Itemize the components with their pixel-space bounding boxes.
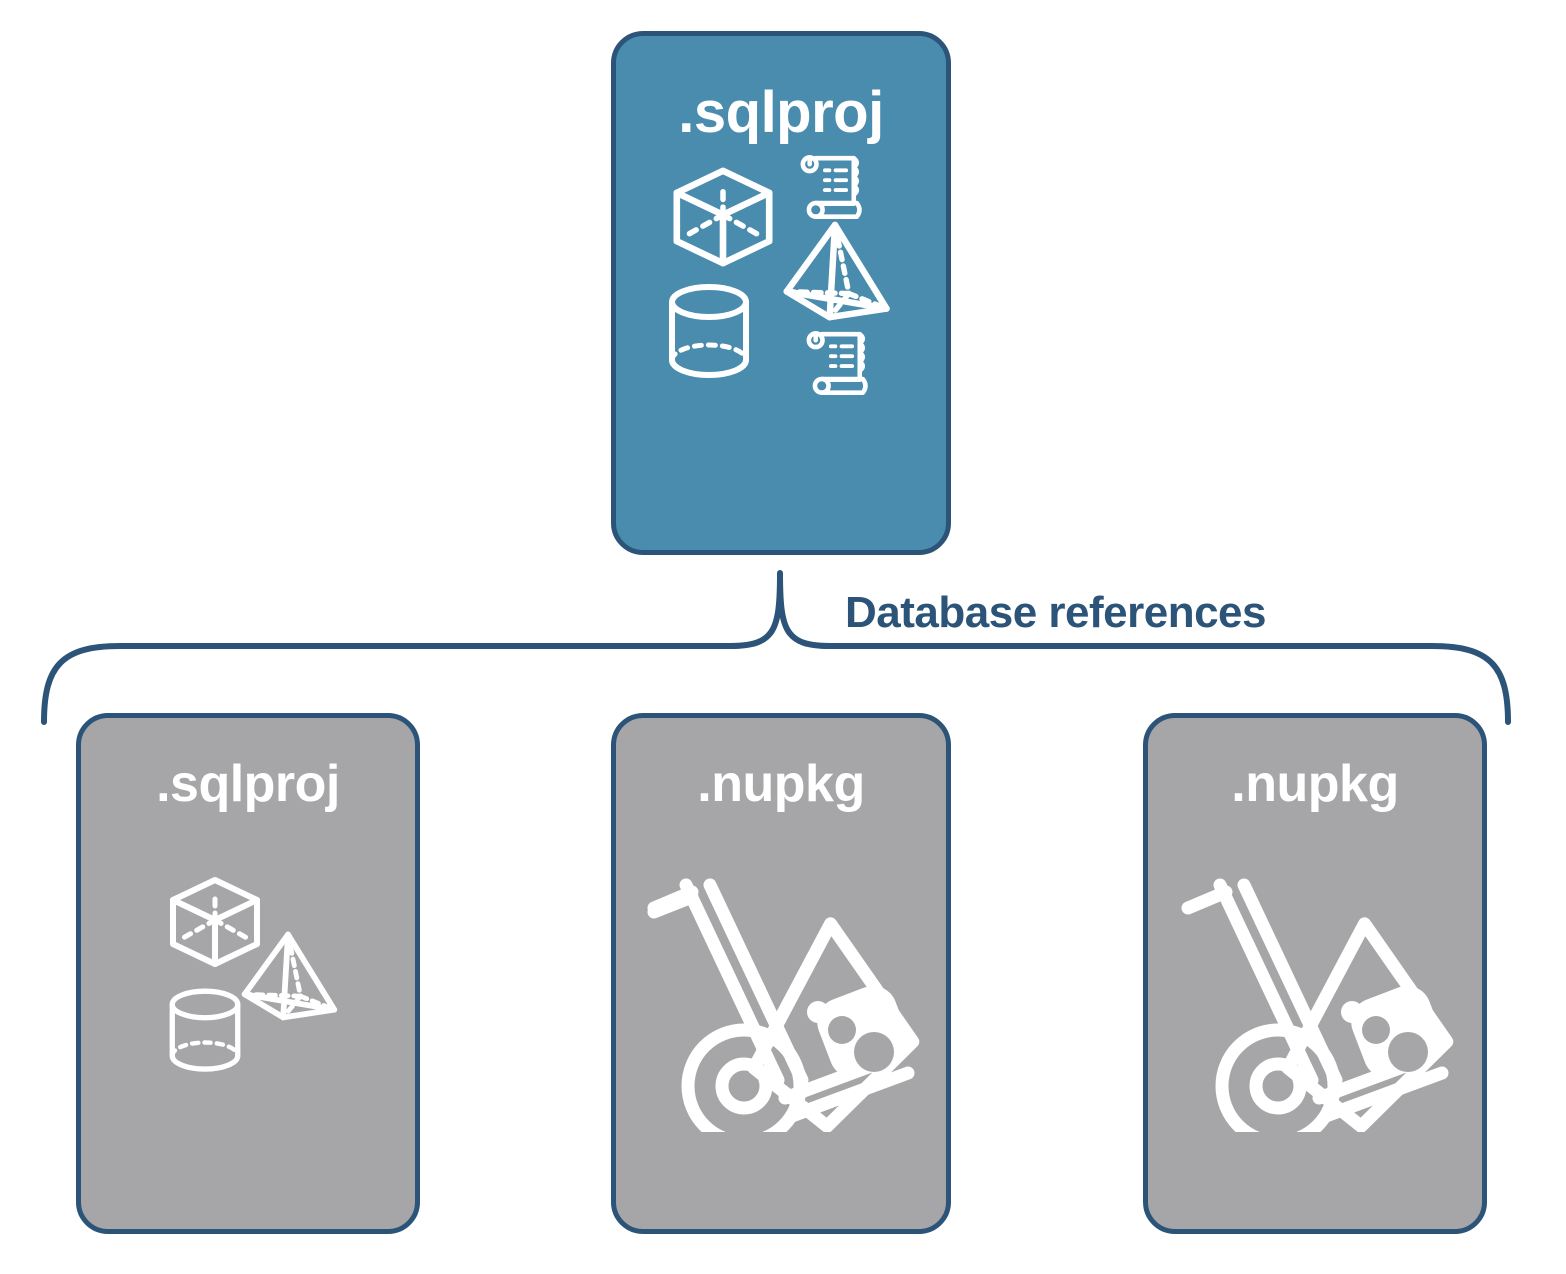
node-reference-icon-area xyxy=(616,810,946,1229)
cube-icon xyxy=(170,877,260,967)
node-reference-sqlproj[interactable]: .sqlproj xyxy=(76,713,420,1234)
node-root-label: .sqlproj xyxy=(678,80,884,145)
node-reference-icon-area xyxy=(81,810,415,1229)
node-root-sqlproj[interactable]: .sqlproj xyxy=(611,31,951,555)
node-reference-label: .nupkg xyxy=(697,755,865,813)
node-reference-nupkg-2[interactable]: .nupkg xyxy=(1143,713,1487,1234)
cylinder-icon xyxy=(169,988,241,1072)
node-reference-icon-area xyxy=(1148,810,1482,1229)
script-scroll-icon xyxy=(806,331,868,395)
hand-truck-package-icon xyxy=(647,878,920,1132)
cube-icon xyxy=(673,167,773,267)
node-reference-nupkg-1[interactable]: .nupkg xyxy=(611,713,951,1234)
pyramid-icon xyxy=(241,931,338,1021)
node-reference-label: .sqlproj xyxy=(156,755,340,813)
node-root-icon-area xyxy=(616,142,946,550)
node-reference-label: .nupkg xyxy=(1231,755,1399,813)
hand-truck-package-icon xyxy=(1181,878,1454,1132)
pyramid-icon xyxy=(783,221,890,321)
cylinder-icon xyxy=(669,284,749,378)
script-scroll-icon xyxy=(800,155,862,219)
brace-connector-label: Database references xyxy=(845,588,1266,637)
